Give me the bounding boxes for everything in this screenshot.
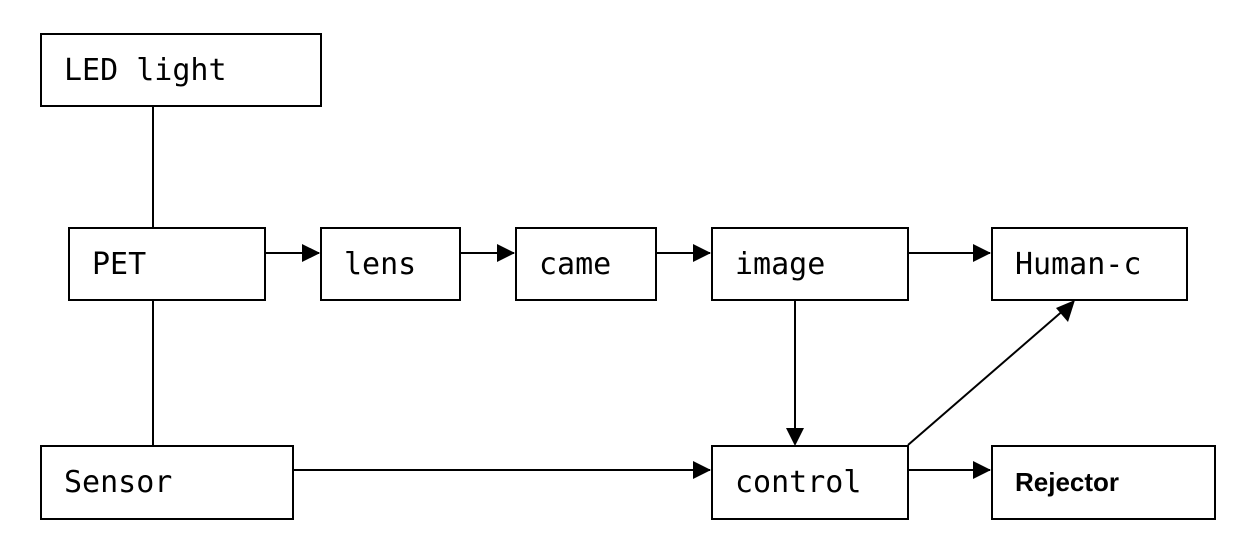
- node-led-light-label: LED light: [64, 52, 227, 88]
- arrow-control-to-human: [907, 301, 1074, 446]
- node-image: image: [711, 227, 909, 301]
- arrowhead-came: [497, 244, 515, 262]
- arrowhead-control-from-image: [786, 428, 804, 446]
- arrowhead-control-from-sensor: [693, 461, 711, 479]
- arrowhead-human-from-control: [1056, 300, 1075, 322]
- node-human-c: Human-c: [991, 227, 1188, 301]
- node-pet-label: PET: [92, 246, 147, 282]
- node-sensor-label: Sensor: [64, 465, 173, 500]
- node-lens: lens: [320, 227, 461, 301]
- node-rejector-label: Rejector: [1015, 467, 1120, 497]
- arrowhead-lens: [302, 244, 320, 262]
- node-rejector: Rejector: [991, 445, 1216, 520]
- node-sensor: Sensor: [40, 445, 294, 520]
- node-control-label: control: [735, 465, 862, 500]
- node-came-label: came: [539, 246, 612, 282]
- node-image-label: image: [735, 246, 826, 282]
- node-pet: PET: [68, 227, 266, 301]
- node-lens-label: lens: [344, 246, 417, 282]
- arrowhead-image: [693, 244, 711, 262]
- arrowhead-human-from-image: [973, 244, 991, 262]
- node-came: came: [515, 227, 657, 301]
- node-human-c-label: Human-c: [1015, 246, 1142, 282]
- arrowhead-rejector: [973, 461, 991, 479]
- node-control: control: [711, 445, 909, 520]
- node-led-light: LED light: [40, 33, 322, 107]
